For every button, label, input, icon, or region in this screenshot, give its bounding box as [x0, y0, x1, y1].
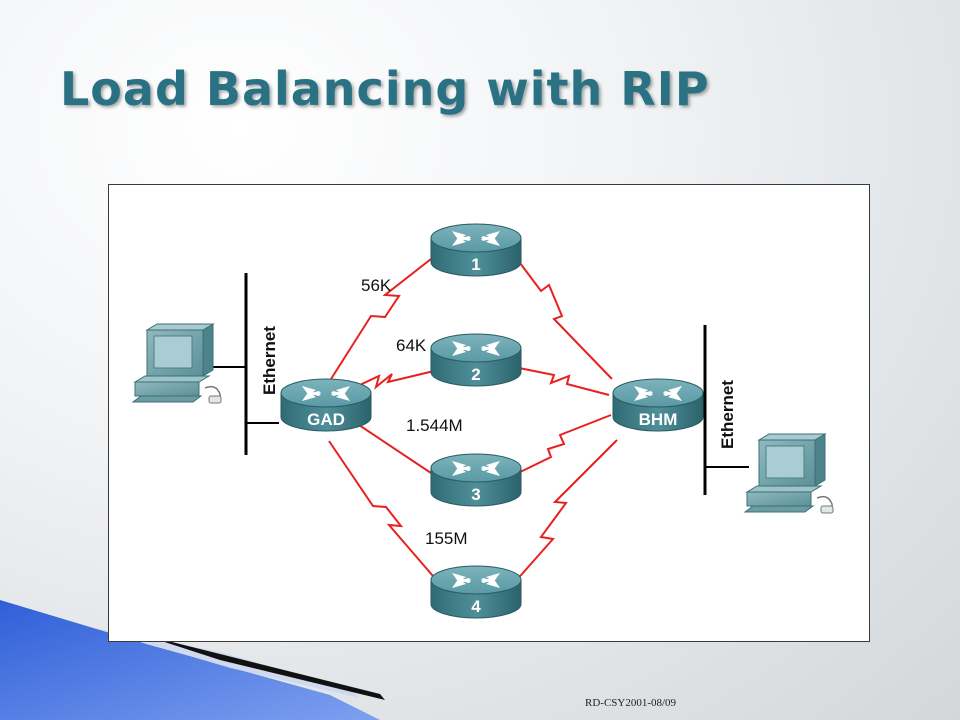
slide-footer: RD-CSY2001-08/09: [585, 697, 677, 709]
link-r2-bhm: [513, 366, 610, 396]
router-bhm: BHM: [612, 378, 704, 432]
link-label-56k: 56K: [361, 276, 392, 295]
network-diagram: 56K 64K 1.544M 155M Ethernet Ethernet GA…: [108, 184, 870, 642]
link-label-64k: 64K: [396, 336, 427, 355]
router-label-1: 1: [471, 255, 480, 274]
router-1: 1: [430, 223, 522, 277]
router-label-3: 3: [471, 485, 480, 504]
router-label-bhm: BHM: [639, 410, 678, 429]
link-gad-r2: [348, 370, 435, 391]
slide-title: Load Balancing with RIP: [60, 62, 710, 116]
link-r1-bhm: [513, 254, 613, 380]
link-r4-bhm: [513, 439, 618, 584]
link-label-155m: 155M: [425, 529, 468, 548]
corner-swoosh-decoration: [0, 600, 385, 720]
ethernet-label-right: Ethernet: [718, 380, 737, 449]
router-4: 4: [430, 565, 522, 619]
router-label-4: 4: [471, 597, 481, 616]
router-label-gad: GAD: [307, 410, 345, 429]
ethernet-segment-left: [211, 273, 279, 455]
router-gad: GAD: [280, 378, 372, 432]
computer-icon: [132, 323, 222, 404]
link-r3-bhm: [513, 414, 612, 476]
link-label-1544m: 1.544M: [406, 416, 463, 435]
router-label-2: 2: [471, 365, 480, 384]
router-3: 3: [430, 453, 522, 507]
link-gad-r3: [358, 424, 435, 476]
link-gad-r4: [328, 440, 440, 584]
link-gad-r1: [330, 258, 432, 380]
ethernet-label-left: Ethernet: [260, 326, 279, 395]
computer-icon: [744, 433, 834, 514]
router-2: 2: [430, 333, 522, 387]
